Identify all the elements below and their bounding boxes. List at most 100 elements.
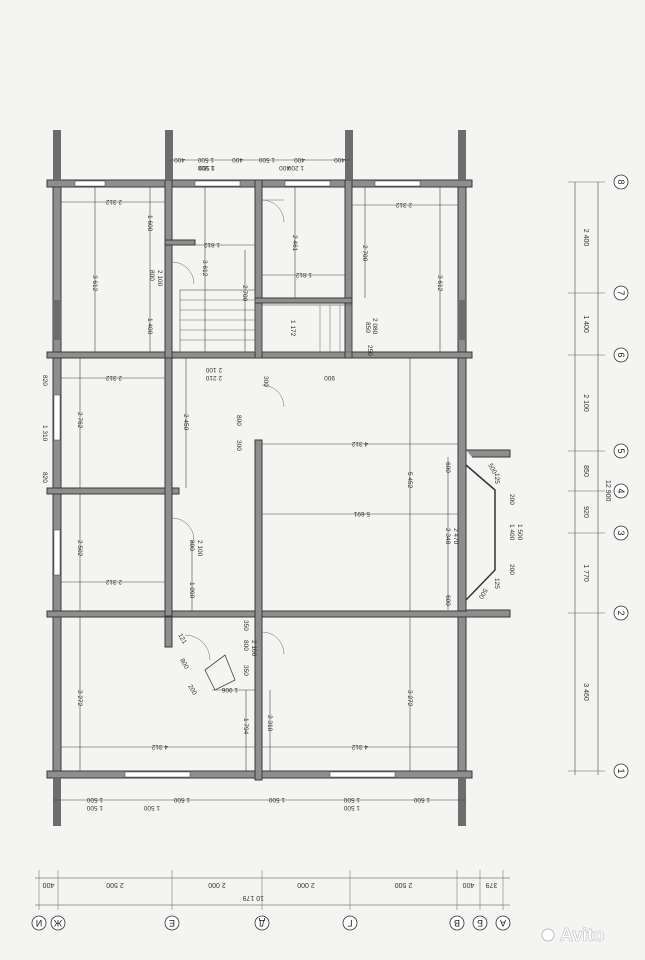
dim-r6-800: 800 [178,658,190,671]
dim-stair-s: 1 172 [289,320,296,337]
grid-bottom-span: 2 500 [395,881,413,888]
grid-bottom-span: 379 [486,881,498,888]
grid-bottom-marker [449,915,465,931]
grid-bottom-label: Е [169,918,175,928]
top-dim-7: 400 [279,164,290,171]
top-dim2-0: 1 200 [197,164,214,171]
grid-bottom-span: 2 000 [208,881,226,888]
grid-bottom-label: Д [259,918,265,928]
dim-r3-door: 2 080 [371,318,378,335]
top-dim-5: 400 [334,156,345,163]
dim-door-b: 2 100 [156,270,163,287]
interior-dims [61,187,459,771]
wall-right [457,179,467,779]
grid-right-label: 3 [616,530,626,535]
bay-wall-top [466,449,511,458]
dim-r5-dd: 2 100 [196,540,203,557]
dim-hall-h: 3 612 [201,260,208,277]
grid-right-span: 2 100 [582,394,589,412]
dim-r5-w: 2 312 [105,578,122,585]
grid-right-marker [613,443,629,459]
dim-bay-1400: 1 400 [508,524,515,541]
grid-bottom-span: 2 500 [106,881,124,888]
dim-r6-121: 121 [176,633,188,646]
dim-bay-500a: 500 [486,463,498,476]
column-top-4 [458,130,466,180]
avito-watermark: Avito [541,925,605,945]
dim-corr-c: 250 [366,345,373,356]
grid-right-label: 7 [616,290,626,295]
grid-bottom-label: Ж [53,918,62,928]
bay-window [465,464,496,601]
grid-right-marker [613,763,629,779]
grid-bottom-label: Б [477,918,483,928]
stairs [179,289,353,353]
wall-inner-d-top [254,179,263,359]
dim-big-mid: 5 691 [353,510,370,517]
column-top-2 [165,130,173,180]
dim-r6-w: 4 312 [151,743,168,750]
grid-bottom-marker [342,915,358,931]
dim-left-820a: 820 [41,375,48,386]
grid-bottom-span: 2 000 [297,881,315,888]
dim-bay-125a: 125 [493,473,500,484]
top-dim2-1: 1 200 [287,164,304,171]
column-bottom-2 [458,778,466,826]
grid-bottom-span: 400 [43,881,55,888]
wall-inner-d-mid [254,439,263,781]
dim-r6-door-a: 800 [242,640,249,651]
top-dim-2: 400 [232,156,243,163]
bottom-dim-chain: 1 500 1 500 1 500 1 500 1 500 1 500 1 50… [53,796,466,811]
wall-hatch-2 [458,300,466,340]
dim-bay-600a: 600 [444,462,451,473]
dim-r7-h2: 2 310 [266,715,273,732]
dim-corr-w: 2 210 [205,374,222,381]
bottom-dim-0: 1 500 [86,796,103,803]
dim-r3-w: 2 312 [395,201,412,208]
grid-right-marker [613,285,629,301]
dim-corr-h: 2 450 [182,414,189,431]
dim-stair-d: 2 700 [241,285,248,302]
doors [171,199,285,691]
bottom-dim-4: 1 500 [343,796,360,803]
dim-corr-e: 300 [235,440,242,451]
dim-r6-d: 1 906 [221,686,238,693]
wall-stair [254,297,353,304]
dim-r4-h: 2 762 [76,412,83,429]
dim-r1-sub-a: 1 600 [146,215,153,232]
avito-text: Avito [560,925,604,945]
avito-logo-icon [541,928,555,942]
bay-wall-bottom [466,609,511,618]
grid-right-marker [613,483,629,499]
bottom-dim-2: 1 500 [173,796,190,803]
dim-r1-w: 2 312 [105,198,122,205]
dim-r7-w: 4 312 [351,743,368,750]
grid-right-marker [613,525,629,541]
grid-bottom-marker [472,915,488,931]
dim-r5-s: 1 090 [188,582,195,599]
wall-hall [164,239,196,246]
wall-inner-e-mid [164,357,173,617]
grid-right-span: 850 [582,465,589,477]
dim-r6-s: 1 794 [242,718,249,735]
dim-bay-1500: 1 500 [516,524,523,541]
grid-bottom-label: А [500,918,506,928]
grid-right-span: 2 400 [582,229,589,247]
dim-bay-2348: 2 348 [444,528,451,545]
grid-right-span: 920 [582,506,589,518]
grid-right-label: 2 [616,610,626,615]
grid-right-label: 1 [616,768,626,773]
dim-r7-h: 3 272 [406,690,413,707]
grid-right-marker [613,605,629,621]
grid-right-marker [613,174,629,190]
dim-corr-d: 800 [235,415,242,426]
wall-inner-g-top [344,179,353,359]
dim-door-a: 800 [148,270,155,281]
dim-r5-h: 2 502 [76,540,83,557]
dim-stair-e: 850 [364,322,371,333]
dim-r6-200: 200 [186,684,198,697]
column-top-1 [53,130,61,180]
grid-bottom-marker [254,915,270,931]
dim-bay-125b: 125 [493,578,500,589]
